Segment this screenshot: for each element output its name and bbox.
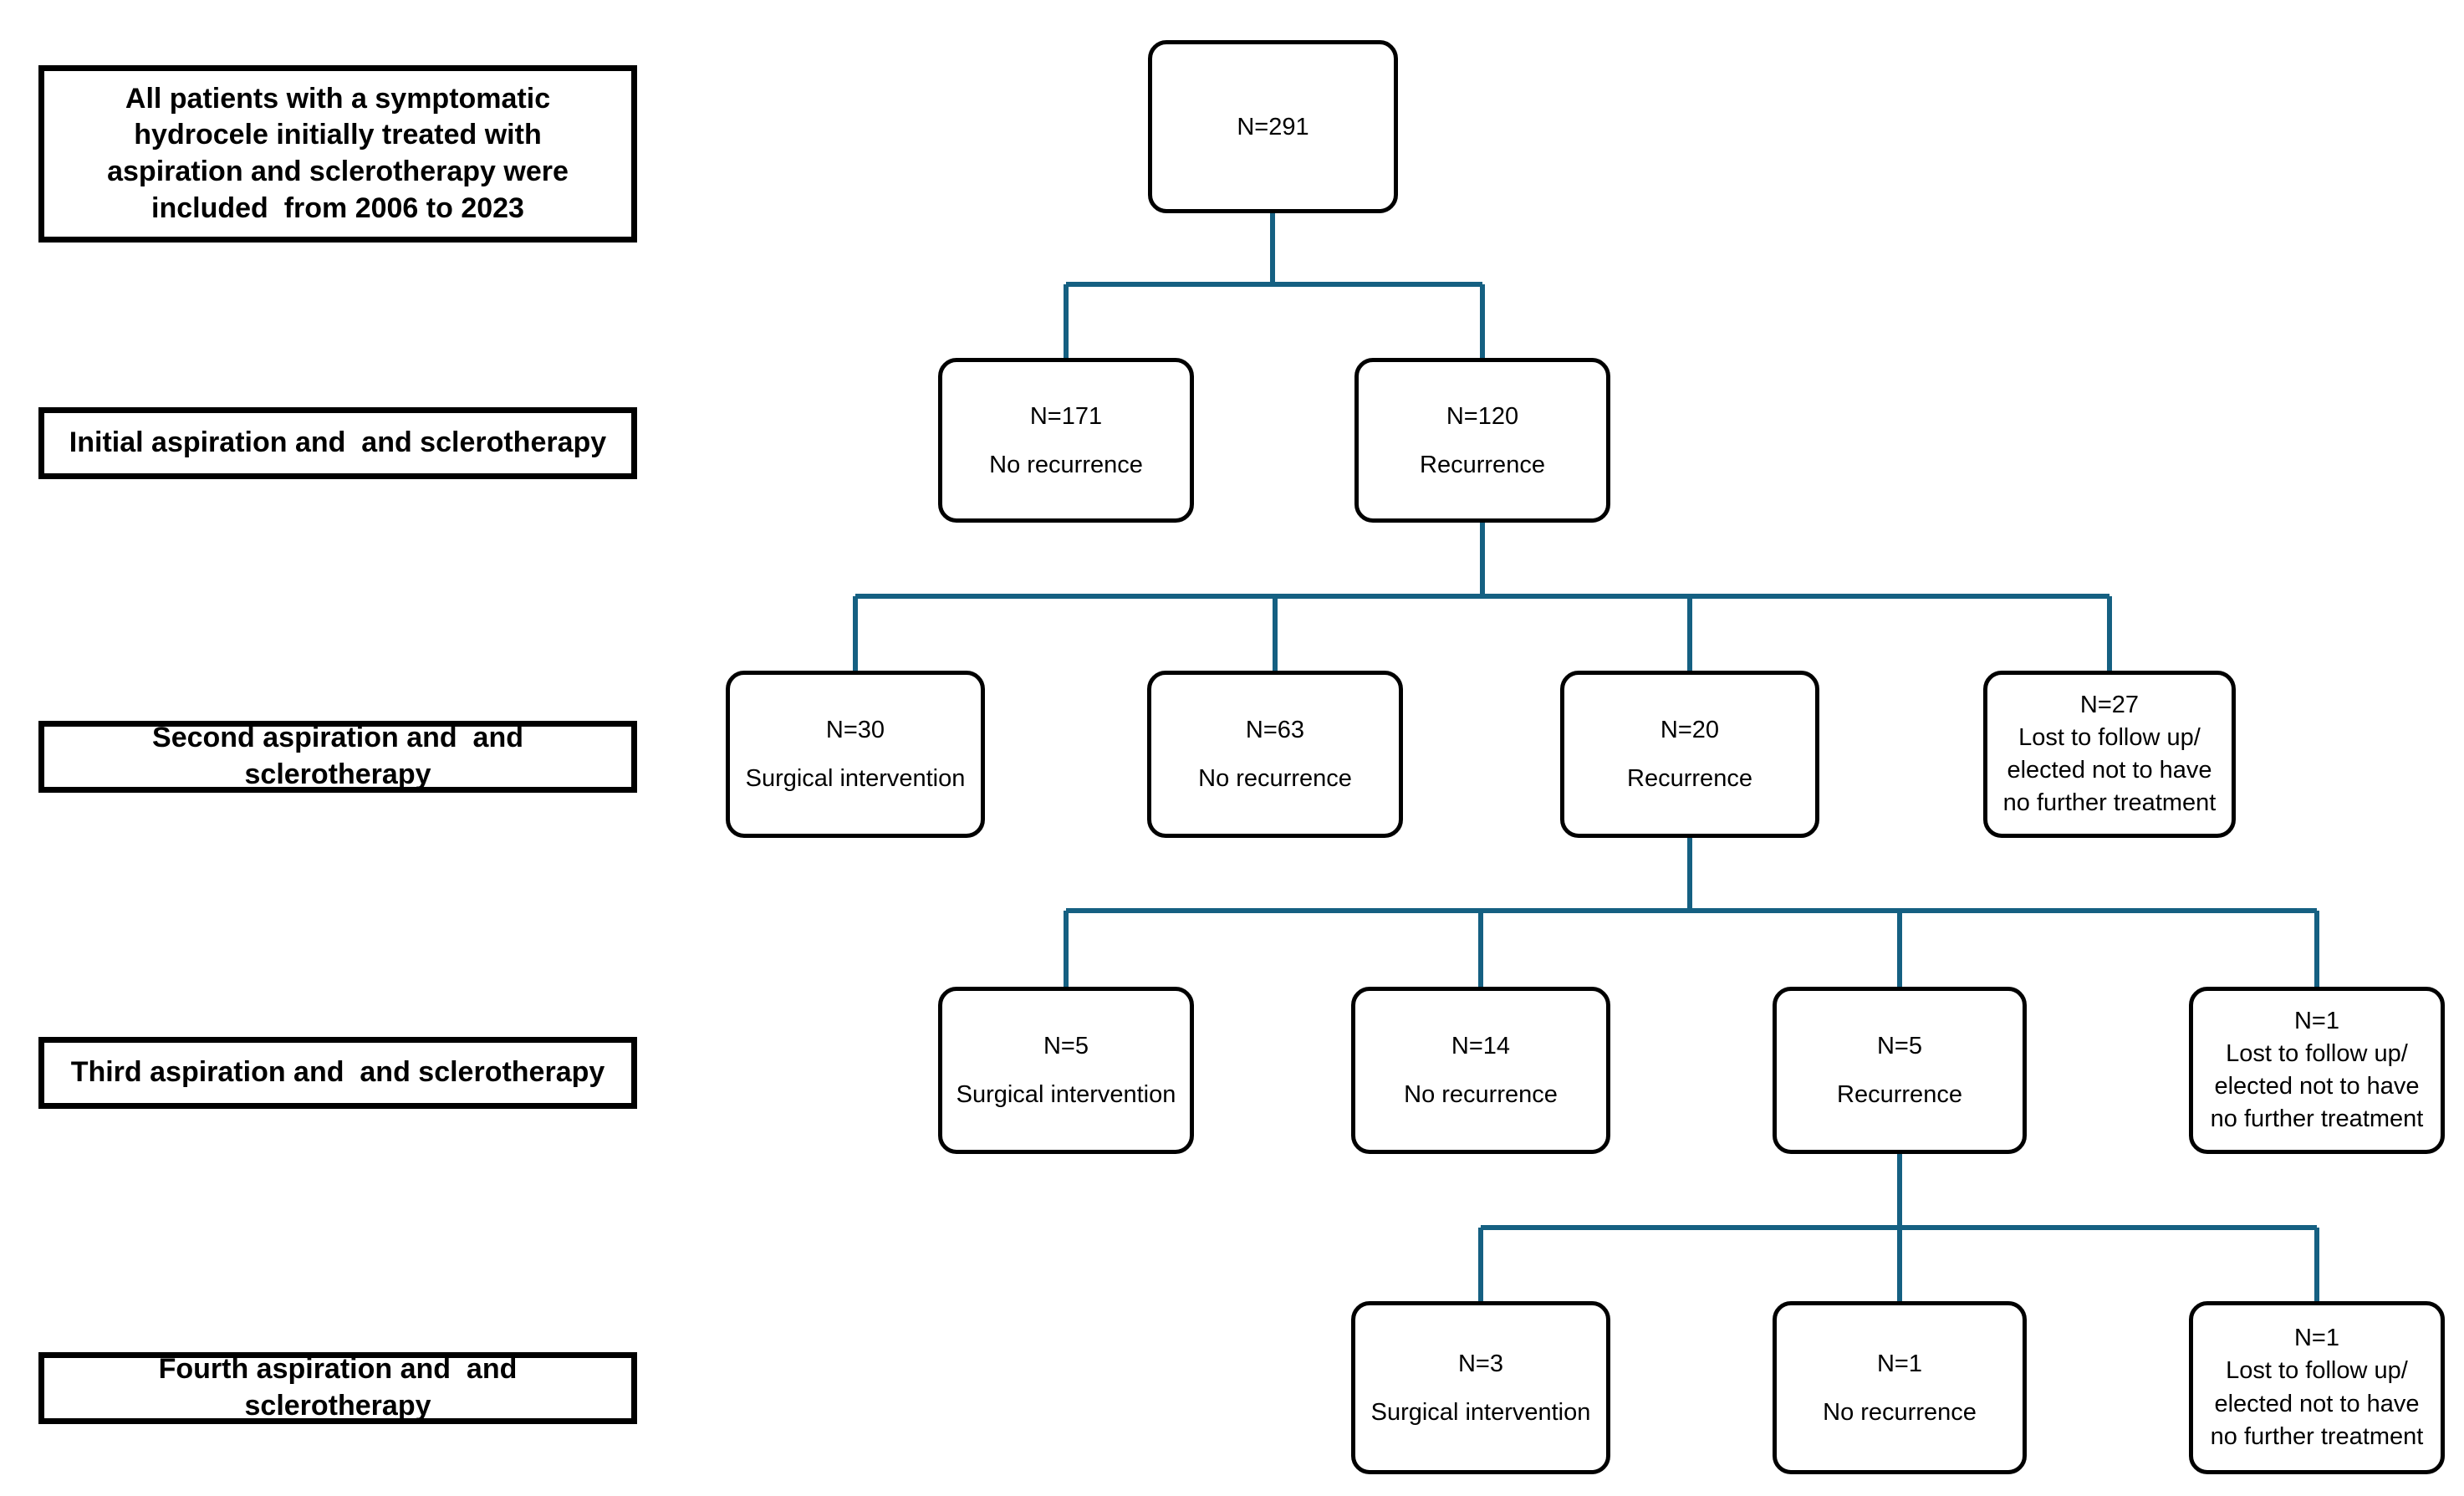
node-third-surgical-intervention: N=5 Surgical intervention — [938, 987, 1194, 1154]
node-second-no-recurrence: N=63 No recurrence — [1147, 671, 1403, 838]
stage-label-initial: Initial aspiration and and sclerotherapy — [38, 407, 637, 479]
node-fourth-surgical-intervention: N=3 Surgical intervention — [1351, 1301, 1610, 1474]
connector-root-to-initial — [1064, 213, 1485, 358]
connector-initial-recurrence-to-second — [853, 523, 2112, 671]
connector-second-recurrence-to-third — [1064, 838, 2319, 987]
node-second-recurrence: N=20 Recurrence — [1560, 671, 1819, 838]
node-third-lost-to-follow-up: N=1 Lost to follow up/ elected not to ha… — [2189, 987, 2445, 1154]
node-fourth-lost-to-follow-up: N=1 Lost to follow up/ elected not to ha… — [2189, 1301, 2445, 1474]
connector-third-recurrence-to-fourth — [1478, 1154, 2319, 1301]
node-second-surgical-intervention: N=30 Surgical intervention — [726, 671, 985, 838]
stage-label-inclusion: All patients with a symptomatic hydrocel… — [38, 65, 637, 243]
node-fourth-no-recurrence: N=1 No recurrence — [1773, 1301, 2027, 1474]
node-total-patients: N=291 — [1148, 40, 1398, 213]
node-third-recurrence: N=5 Recurrence — [1773, 987, 2027, 1154]
stage-label-fourth: Fourth aspiration and and sclerotherapy — [38, 1352, 637, 1424]
stage-label-third: Third aspiration and and sclerotherapy — [38, 1037, 637, 1109]
node-initial-no-recurrence: N=171 No recurrence — [938, 358, 1194, 523]
node-third-no-recurrence: N=14 No recurrence — [1351, 987, 1610, 1154]
stage-label-second: Second aspiration and and sclerotherapy — [38, 721, 637, 793]
node-second-lost-to-follow-up: N=27 Lost to follow up/ elected not to h… — [1983, 671, 2236, 838]
node-initial-recurrence: N=120 Recurrence — [1354, 358, 1610, 523]
